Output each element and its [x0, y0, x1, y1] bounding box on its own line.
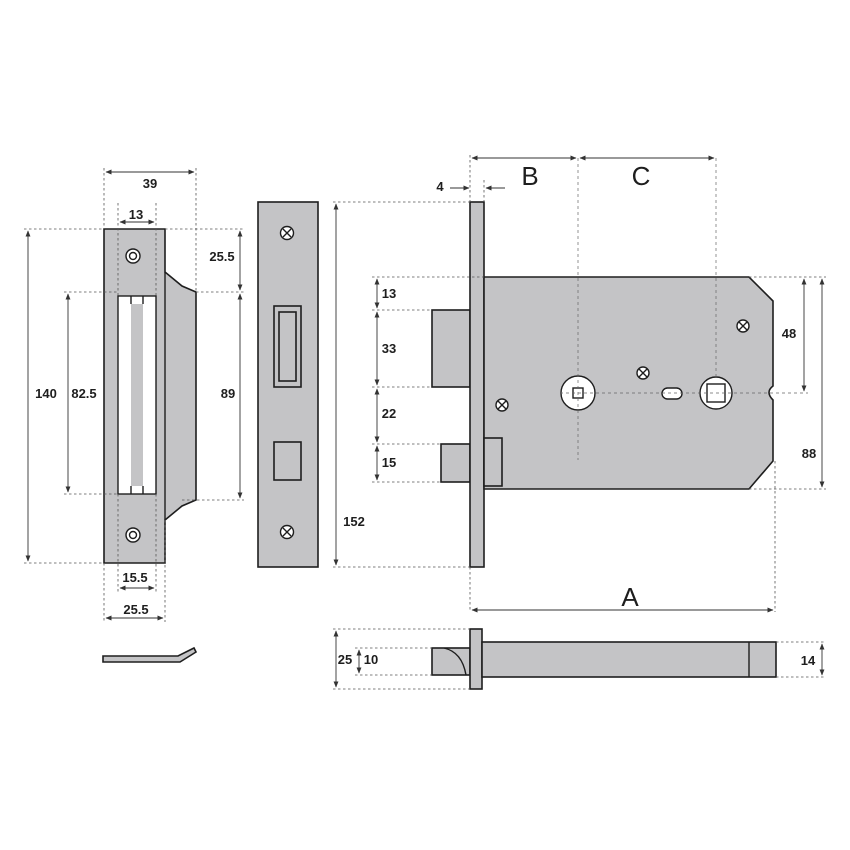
dim-C: C	[632, 161, 651, 191]
lock-dimensions: B C 4 13 33 22 15 152 48 88 A	[333, 155, 826, 613]
side-case	[481, 641, 777, 678]
bolt-tail	[483, 437, 503, 487]
dim-82-5: 82.5	[71, 386, 96, 401]
dim-25-side: 25	[338, 652, 352, 667]
strike-plate-front	[103, 228, 197, 564]
lock-body	[431, 201, 774, 568]
dim-B: B	[521, 161, 538, 191]
dim-25-5-top: 25.5	[209, 249, 234, 264]
forend-edge	[469, 201, 485, 568]
dim-25-5-bottom: 25.5	[123, 602, 148, 617]
dim-15: 15	[382, 455, 396, 470]
dim-140: 140	[35, 386, 57, 401]
latch-bolt	[431, 309, 471, 388]
dim-89: 89	[221, 386, 235, 401]
dim-4: 4	[436, 179, 444, 194]
lock-case	[483, 276, 774, 490]
strike-dimensions: 39 13 25.5 89 140 82.5 15.5 25.5	[24, 168, 244, 622]
dim-A: A	[621, 582, 639, 612]
dim-33: 33	[382, 341, 396, 356]
dead-bolt	[440, 443, 471, 483]
dim-14-side: 14	[801, 653, 816, 668]
side-latch	[431, 647, 471, 676]
keyway-slot	[661, 387, 683, 400]
side-dimensions: 25 10 14	[333, 628, 826, 690]
dim-88: 88	[802, 446, 816, 461]
dim-10-side: 10	[364, 652, 378, 667]
dim-48: 48	[782, 326, 796, 341]
lock-side-view	[431, 628, 777, 690]
strike-plate-profile	[102, 646, 198, 663]
dim-15-5: 15.5	[122, 570, 147, 585]
dim-22: 22	[382, 406, 396, 421]
dim-13-latch: 13	[382, 286, 396, 301]
bolt-aperture	[273, 441, 302, 481]
dim-39: 39	[143, 176, 157, 191]
dim-152: 152	[343, 514, 365, 529]
side-forend	[469, 628, 483, 690]
dim-13-slot: 13	[129, 207, 143, 222]
lock-faceplate	[257, 201, 319, 568]
